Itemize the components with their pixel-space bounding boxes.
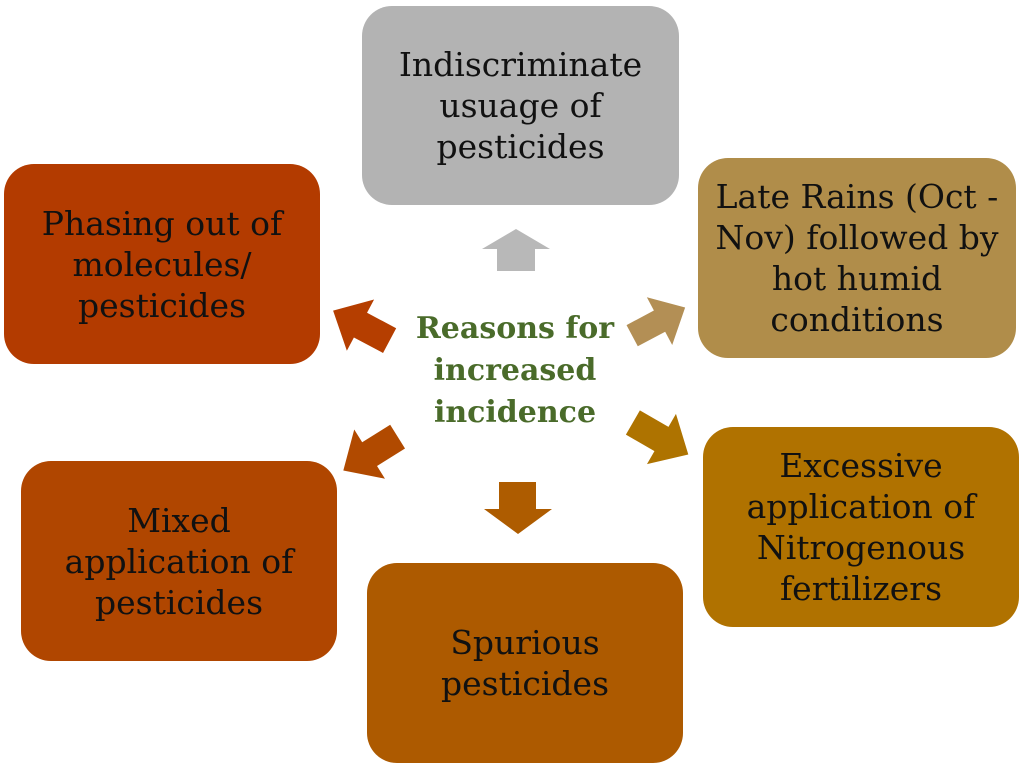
box-indiscriminate-usage: Indiscriminate usuage of pesticides — [362, 6, 679, 205]
box-late-rains-text: Late Rains (Oct - Nov) followed by hot h… — [715, 177, 999, 339]
box-indiscriminate-usage-text: Indiscriminate usuage of pesticides — [398, 45, 643, 166]
box-excessive-nitrogen-text: Excessive application of Nitrogenous fer… — [746, 446, 976, 608]
box-spurious-pesticides-text: Spurious pesticides — [440, 623, 610, 703]
box-late-rains: Late Rains (Oct - Nov) followed by hot h… — [698, 158, 1016, 358]
arrow-to-top-left — [333, 299, 397, 353]
center-label: Reasons for increased incidence — [415, 311, 615, 430]
arrow-to-bottom-left — [343, 424, 406, 479]
box-phasing-out: Phasing out of molecules/ pesticides — [4, 164, 320, 364]
arrow-to-bottom-right — [625, 410, 689, 465]
arrow-to-top-right — [626, 297, 686, 347]
box-spurious-pesticides: Spurious pesticides — [367, 563, 683, 763]
box-mixed-application-text: Mixed application of pesticides — [64, 500, 294, 622]
arrow-to-top — [482, 229, 550, 271]
box-excessive-nitrogen: Excessive application of Nitrogenous fer… — [703, 427, 1019, 627]
arrow-to-bottom — [484, 482, 552, 534]
box-phasing-out-text: Phasing out of molecules/ pesticides — [41, 203, 283, 325]
box-mixed-application: Mixed application of pesticides — [21, 461, 337, 661]
